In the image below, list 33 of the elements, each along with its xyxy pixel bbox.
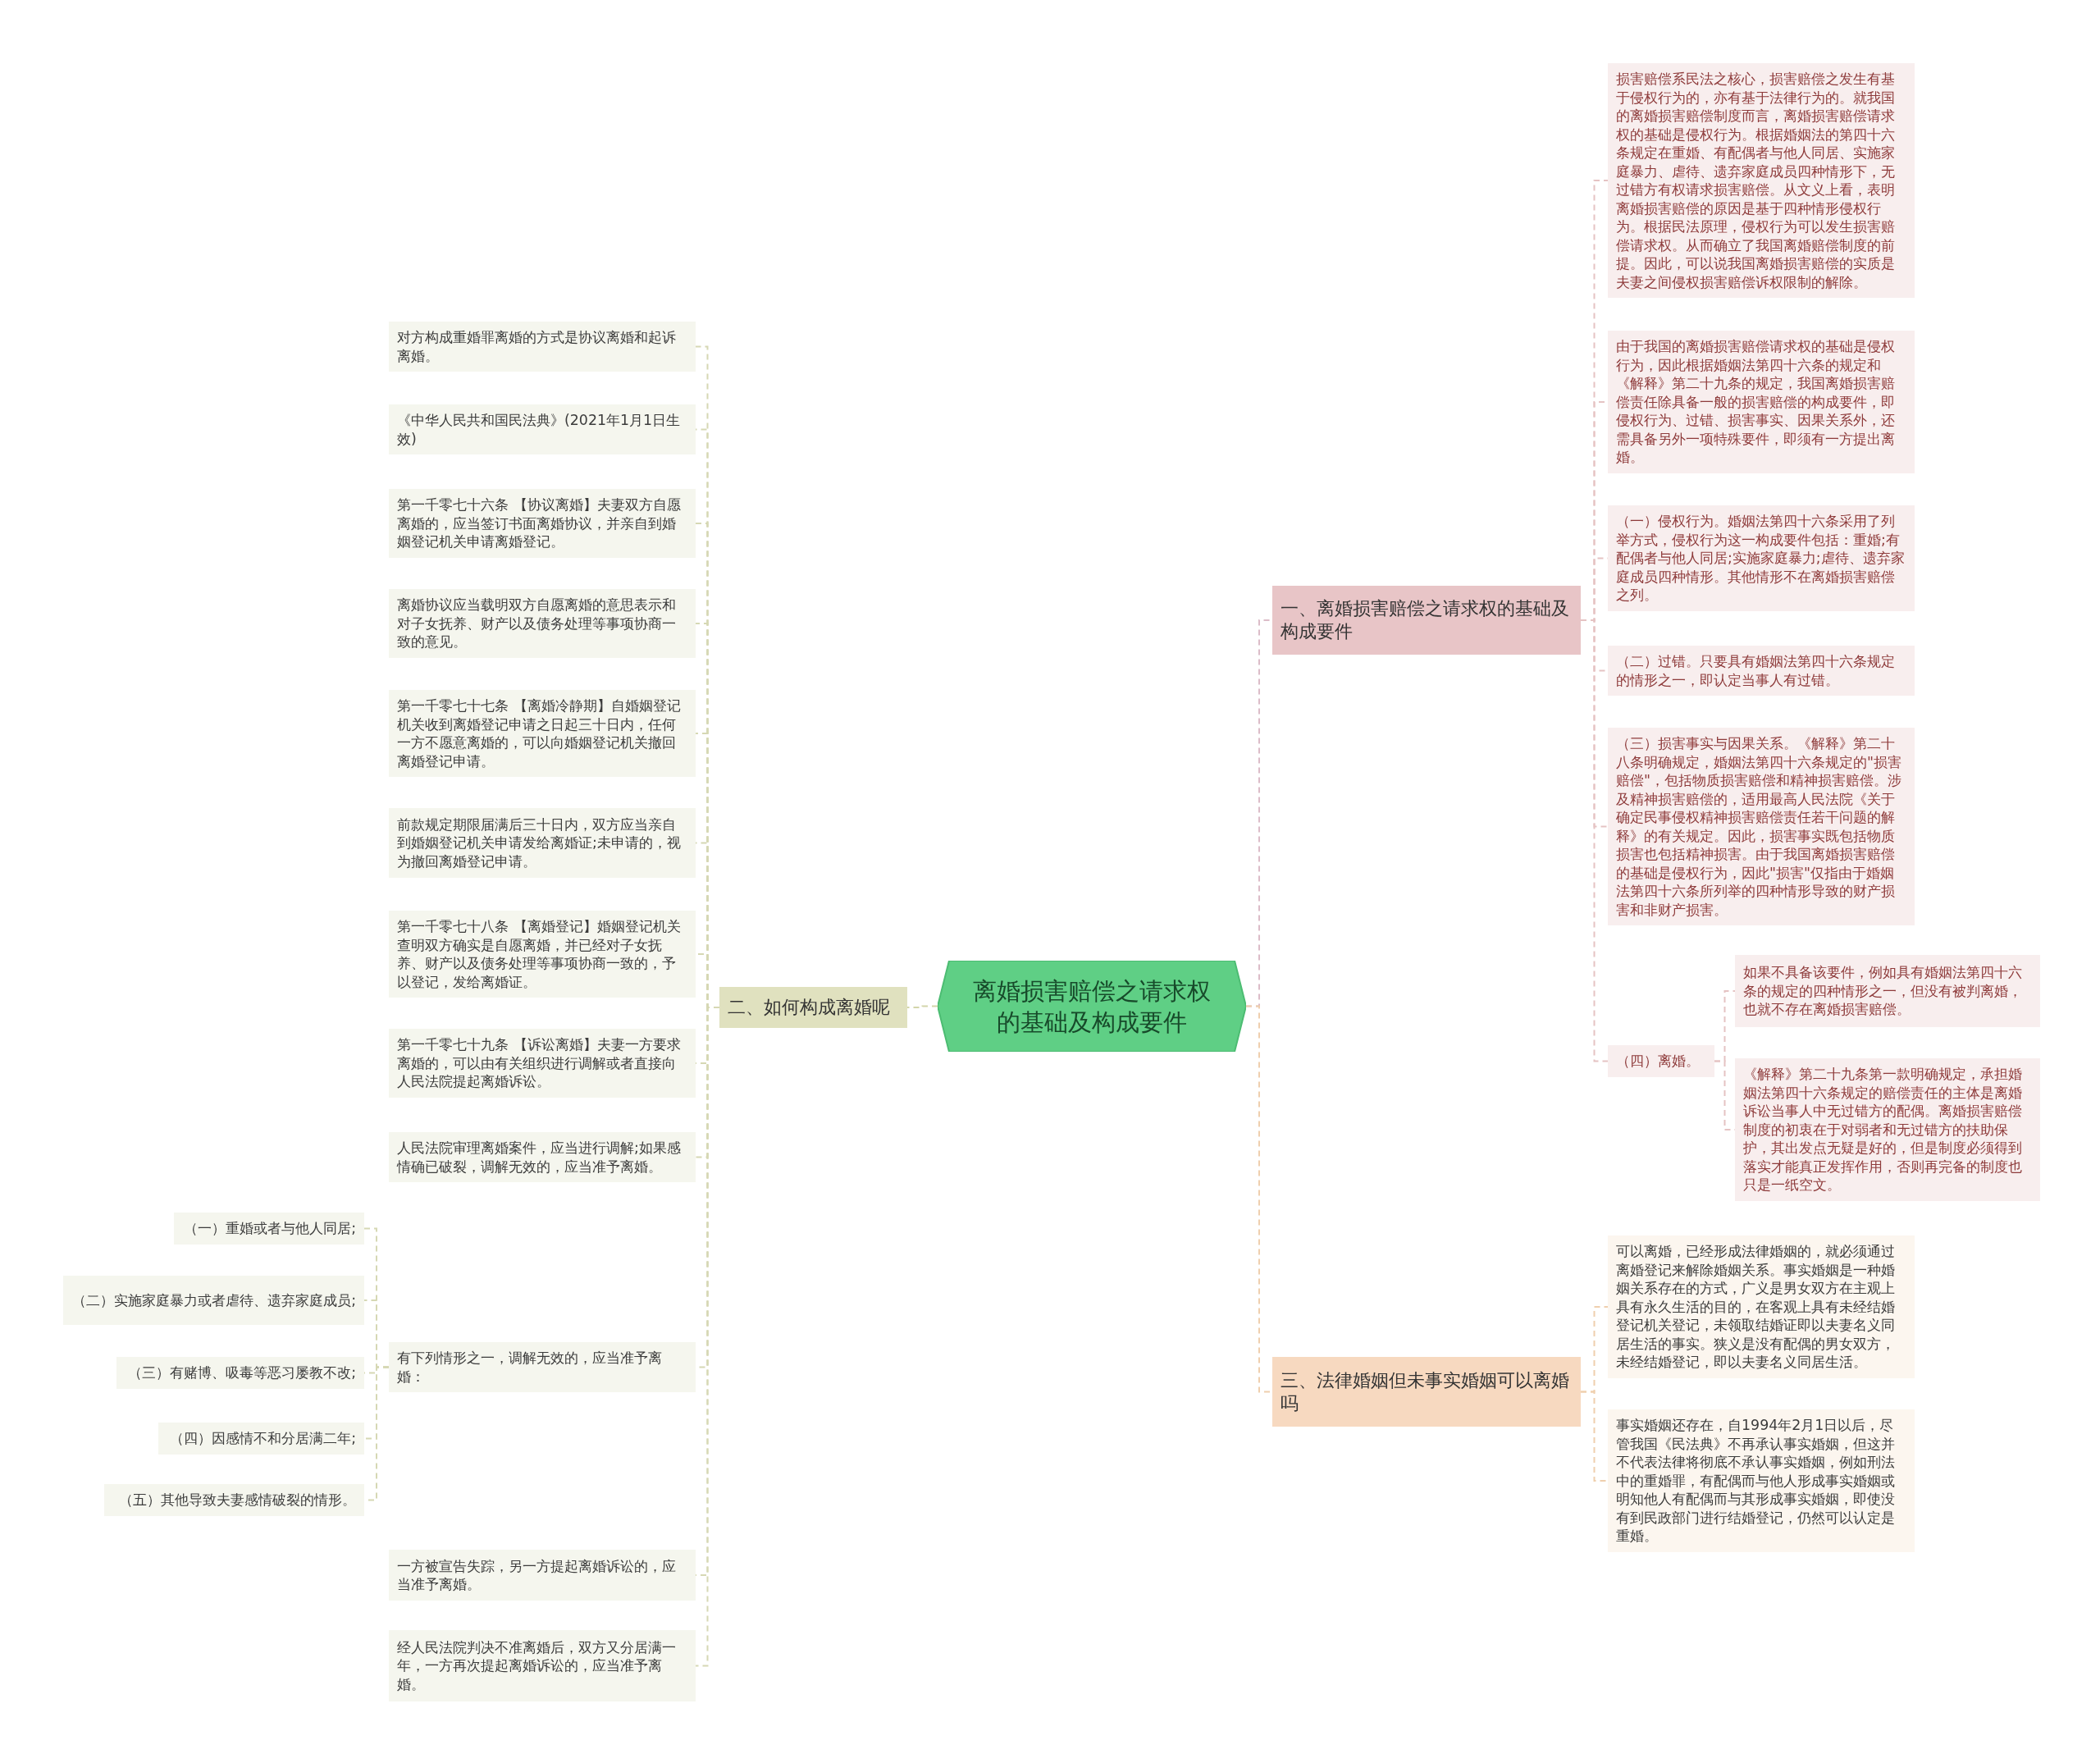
text-box: （二）实施家庭暴力或者虐待、遗弃家庭成员; [63,1276,364,1325]
branch-topic: 三、法律婚姻但未事实婚姻可以离婚吗 [1272,1357,1581,1427]
text-box: 第一千零七十七条 【离婚冷静期】自婚姻登记机关收到离婚登记申请之日起三十日内，任何一方不愿意离婚的，可以向婚姻登记机关撤回离婚登记申请。 [389,690,696,777]
text-box: 有下列情形之一，调解无效的，应当准予离婚： [389,1342,696,1392]
text-box: 《解释》第二十九条第一款明确规定，承担婚姻法第四十六条规定的赔偿责任的主体是离婚诉讼当事人中无过错方的配偶。离婚损害赔偿制度的初衷在于对弱者和无过错方的扶助保护，其出发点无疑是好的，但是制度必须得到落实才能真正发挥作用，否则再完备的制度也只是一纸空文。 [1735,1058,2040,1201]
text-box: 经人民法院判决不准离婚后，双方又分居满一年，一方再次提起离婚诉讼的，应当准予离婚。 [389,1630,696,1701]
text-box: 人民法院审理离婚案件，应当进行调解;如果感情确已破裂，调解无效的，应当准予离婚。 [389,1132,696,1182]
connector-line [906,1005,938,1008]
text-box: 事实婚姻还存在，自1994年2月1日以后，尽管我国《民法典》不再承认事实婚姻，但这并不代表法律将彻底不承认事实婚姻，例如刑法中的重婚罪，有配偶而与他人形成事实婚姻或明知他人有配偶而与其形成事实婚姻，即使没有到民政部门进行结婚登记，仍然可以认定是重婚。 [1608,1409,1915,1552]
text-box: 第一千零七十六条 【协议离婚】夫妻双方自愿离婚的，应当签订书面离婚协议，并亲自到婚姻登记机关申请离婚登记。 [389,489,696,558]
text-box: （四）离婚。 [1608,1045,1714,1077]
text-box: （三）损害事实与因果关系。《解释》第二十八条明确规定，婚姻法第四十六条规定的"损害赔偿"，包括物质损害赔偿和精神损害赔偿。涉及精神损害赔偿的，适用最高人民法院《关于确定民事侵权精神损害赔偿责任若干问题的解释》的有关规定。因此，损害事实既包括物质损害也包括精神损害。由于我国离婚损害赔偿的基础是侵权行为，因此"损害"仅指由于婚姻法第四十六条所列举的四种情形导致的财产损害和非财产损害。 [1608,728,1915,925]
text-box: 第一千零七十八条 【离婚登记】婚姻登记机关查明双方确实是自愿离婚，并已经对子女抚养、财产以及债务处理等事项协商一致的，予以登记，发给离婚证。 [389,911,696,998]
text-box: 离婚协议应当载明双方自愿离婚的意思表示和对子女抚养、财产以及债务处理等事项协商一致的意见。 [389,589,696,658]
text-box: （二）过错。只要具有婚姻法第四十六条规定的情形之一，即认定当事人有过错。 [1608,646,1915,696]
central-topic: 离婚损害赔偿之请求权的基础及构成要件 [938,961,1246,1052]
branch-topic: 一、离婚损害赔偿之请求权的基础及构成要件 [1272,586,1581,655]
text-box: 由于我国的离婚损害赔偿请求权的基础是侵权行为，因此根据婚姻法第四十六条的规定和《解释》第二十九条的规定，我国离婚损害赔偿责任除具备一般的损害赔偿的构成要件，即侵权行为、过错、损害事实、因果关系外，还需具备另外一项特殊要件，即须有一方提出离婚。 [1608,331,1915,473]
text-box: （五）其他导致夫妻感情破裂的情形。 [104,1484,364,1516]
branch-topic: 二、如何构成离婚呢 [719,987,907,1028]
text-box: 如果不具备该要件，例如具有婚姻法第四十六条的规定的四种情形之一，但没有被判离婚，也就不存在离婚损害赔偿。 [1735,955,2040,1027]
text-box: （一）重婚或者与他人同居; [174,1213,364,1245]
text-box: 《中华人民共和国民法典》(2021年1月1日生效) [389,404,696,454]
text-box: （一）侵权行为。婚姻法第四十六条采用了列举方式，侵权行为这一构成要件包括：重婚;有配偶者与他人同居;实施家庭暴力;虐待、遗弃家庭成员四种情形。其他情形不在离婚损害赔偿之列。 [1608,505,1915,611]
text-box: 前款规定期限届满后三十日内，双方应当亲自到婚姻登记机关申请发给离婚证;未申请的，视为撤回离婚登记申请。 [389,808,696,878]
text-box: 损害赔偿系民法之核心，损害赔偿之发生有基于侵权行为的，亦有基于法律行为的。就我国的离婚损害赔偿制度而言，离婚损害赔偿请求权的基础是侵权行为。根据婚姻法的第四十六条规定在重婚、有配偶者与他人同居、实施家庭暴力、虐待、遗弃家庭成员四种情形下，无过错方有权请求损害赔偿。从文义上看，表明离婚损害赔偿的原因是基于四种情形侵权行为。根据民法原理，侵权行为可以发生损害赔偿请求权。从而确立了我国离婚赔偿制度的前提。因此，可以说我国离婚损害赔偿的实质是夫妻之间侵权损害赔偿诉权限制的解除。 [1608,63,1915,298]
text-box: （三）有赌博、吸毒等恶习屡教不改; [116,1357,364,1389]
text-box: 对方构成重婚罪离婚的方式是协议离婚和起诉离婚。 [389,322,696,372]
text-box: （四）因感情不和分居满二年; [158,1423,364,1455]
connector-line [1580,1391,1609,1482]
text-box: 第一千零七十九条 【诉讼离婚】夫妻一方要求离婚的，可以由有关组织进行调解或者直接向人民法院提起离婚诉讼。 [389,1029,696,1098]
text-box: 一方被宣告失踪，另一方提起离婚诉讼的，应当准予离婚。 [389,1550,696,1601]
text-box: 可以离婚，已经形成法律婚姻的，就必须通过离婚登记来解除婚姻关系。事实婚姻是一种婚姻关系存在的方式，广义是男女双方在主观上具有永久生活的目的，在客观上具有未经结婚登记机关登记，未领取结婚证即以夫妻名义同居生活的事实。狭义是没有配偶的男女双方，未经结婚登记，即以夫妻名义同居生活。 [1608,1235,1915,1378]
